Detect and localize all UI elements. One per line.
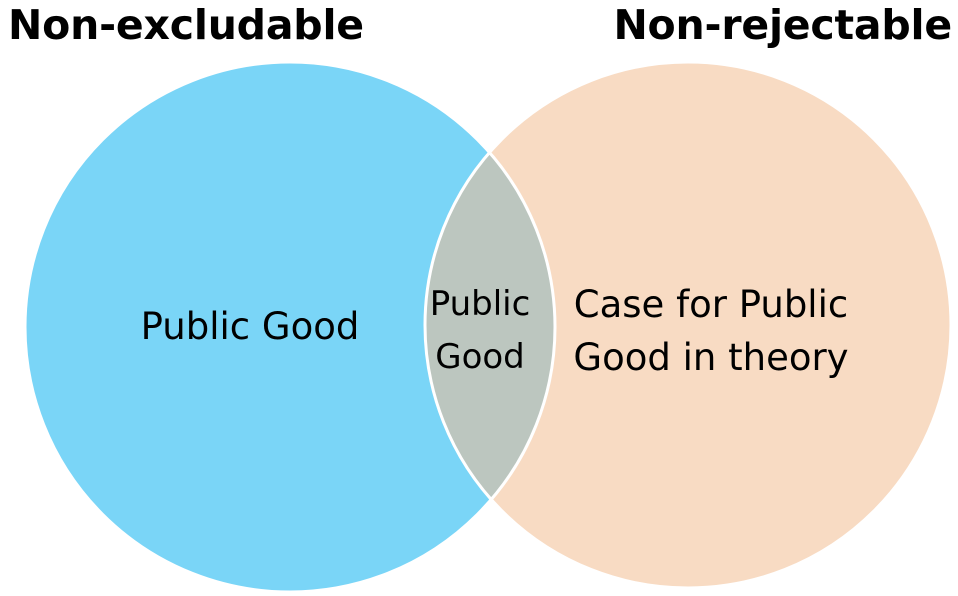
circle-non-excludable xyxy=(25,62,555,592)
title-non-rejectable: Non-rejectable xyxy=(613,1,952,49)
circle-non-rejectable xyxy=(425,62,951,588)
title-non-excludable: Non-excludable xyxy=(8,1,364,49)
circle-right-outline xyxy=(423,60,953,590)
circle-left-outline xyxy=(23,60,557,594)
